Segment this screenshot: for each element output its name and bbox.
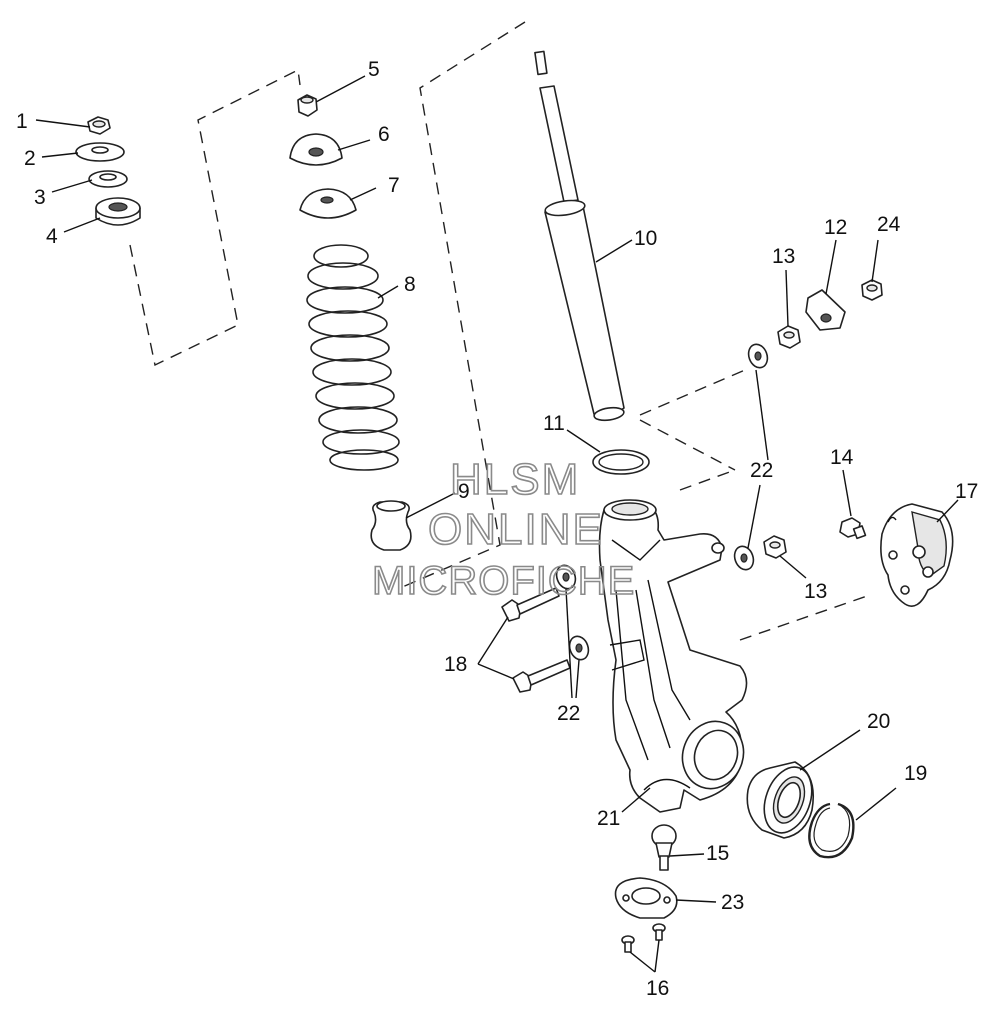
part-7-spring-seat [299,188,357,219]
part-20-wheel-bearing [746,761,814,839]
part-22-washer-middle [733,545,755,571]
part-23-flange-plate [614,877,678,919]
part-6-spring-cap [289,133,343,166]
callout-22-left: 22 [557,702,580,725]
part-13-nut-upper [777,325,801,349]
callout-22-right: 22 [750,459,773,482]
watermark-line-2: ONLINE [428,505,604,554]
callout-8: 8 [404,273,416,296]
part-19-snap-ring [808,802,855,859]
callout-6: 6 [378,123,390,146]
callout-3: 3 [34,186,46,209]
callout-7: 7 [388,174,400,197]
part-13-nut-lower [763,535,787,559]
callout-14: 14 [830,446,854,469]
part-24-nut [861,279,883,301]
part-5-nut [297,94,318,117]
part-22-washer-left-lower [568,635,590,661]
callout-4: 4 [46,225,58,248]
part-21-steering-knuckle [598,499,748,813]
leader-lines [35,75,959,973]
callout-1: 1 [16,110,28,133]
callout-18: 18 [444,653,467,676]
part-3-washer [88,170,128,188]
callout-9: 9 [458,480,470,503]
part-1-nut [87,116,111,135]
assembly-guide-lines [129,21,871,641]
part-11-o-ring [592,449,650,475]
callout-21: 21 [597,807,620,830]
part-17-caliper-bracket [880,503,954,607]
part-22-washer-left-upper [555,564,577,590]
callout-24: 24 [877,213,901,236]
callout-16: 16 [646,977,669,1000]
part-10-strut-cartridge [534,50,625,422]
part-9-bump-stop [370,500,412,551]
part-16-screw-right [652,923,666,941]
part-4-mount-bushing [95,197,141,226]
watermark-line-3: MICROFICHE [372,559,635,603]
part-15-ball-joint [651,824,677,871]
part-8-coil-spring [306,244,400,471]
part-18-bolt-upper [501,587,560,622]
part-18-bolt-lower [512,659,571,693]
callout-15: 15 [706,842,729,865]
callout-23: 23 [721,891,744,914]
part-14-bolt [839,517,867,540]
part-2-washer [75,142,125,162]
part-16-screw-left [621,935,635,953]
watermark-line-1: HLSM [450,455,580,504]
callout-labels: 1 2 3 4 5 6 7 8 9 10 11 12 24 13 22 14 1… [16,58,978,1000]
callout-13-lower: 13 [804,580,827,603]
watermark: HLSM ONLINE MICROFICHE [371,454,635,604]
callout-19: 19 [904,762,927,785]
callout-17: 17 [955,480,978,503]
part-12-clip [805,289,846,331]
callout-2: 2 [24,147,36,170]
callout-13-upper: 13 [772,245,795,268]
part-22-washer-upper [747,343,769,369]
callout-20: 20 [867,710,890,733]
callout-5: 5 [368,58,380,81]
callout-11: 11 [543,412,565,435]
callout-10: 10 [634,227,657,250]
callout-12: 12 [824,216,847,239]
